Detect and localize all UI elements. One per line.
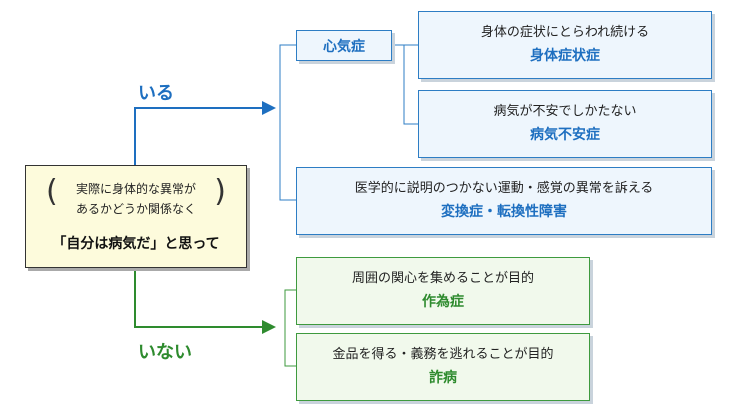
anxiety-box: 病気が不安でしかたない 病気不安症 <box>418 90 712 158</box>
shinkisho-subbracket <box>403 44 418 125</box>
no-branch-line <box>134 268 262 328</box>
shinkisho-box: 心気症 <box>296 30 392 61</box>
main-condition-box: ( ) 実際に身体的な異常が あるかどうか関係なく 「自分は病気だ」と思って <box>25 165 247 268</box>
body-symptom-name: 身体症状症 <box>530 48 600 64</box>
malingering-name: 詐病 <box>429 370 457 386</box>
main-sub-line2: あるかどうか関係なく <box>75 202 196 216</box>
no-arrowhead <box>262 320 276 334</box>
conversion-desc: 医学的に説明のつかない運動・感覚の異常を訴える <box>354 181 654 196</box>
anxiety-name: 病気不安症 <box>530 127 600 143</box>
no-branch-label: いない <box>138 342 192 363</box>
factitious-name: 作為症 <box>422 294 464 310</box>
yes-branch-label: いる <box>138 83 174 104</box>
body-symptom-desc: 身体の症状にとらわれ続ける <box>480 25 650 40</box>
main-sub-line1: 実際に身体的な異常が <box>75 182 196 196</box>
main-title: 「自分は病気だ」と思って <box>52 236 220 252</box>
no-bracket <box>284 289 296 367</box>
yes-branch-line <box>134 107 262 165</box>
yes-bracket <box>279 44 296 201</box>
conversion-name: 変換症・転換性障害 <box>441 204 567 220</box>
conversion-box: 医学的に説明のつかない運動・感覚の異常を訴える 変換症・転換性障害 <box>296 167 712 235</box>
factitious-box: 周囲の関心を集めることが目的 作為症 <box>296 257 590 325</box>
factitious-desc: 周囲の関心を集めることが目的 <box>351 271 534 286</box>
malingering-box: 金品を得る・義務を逃れることが目的 詐病 <box>296 333 590 401</box>
anxiety-desc: 病気が不安でしかたない <box>493 104 637 119</box>
body-symptom-box: 身体の症状にとらわれ続ける 身体症状症 <box>418 11 712 79</box>
shinkisho-label: 心気症 <box>323 38 365 55</box>
open-paren: ( <box>46 174 58 209</box>
yes-arrowhead <box>262 101 276 115</box>
malingering-desc: 金品を得る・義務を逃れることが目的 <box>332 347 554 362</box>
close-paren: ) <box>214 174 226 209</box>
